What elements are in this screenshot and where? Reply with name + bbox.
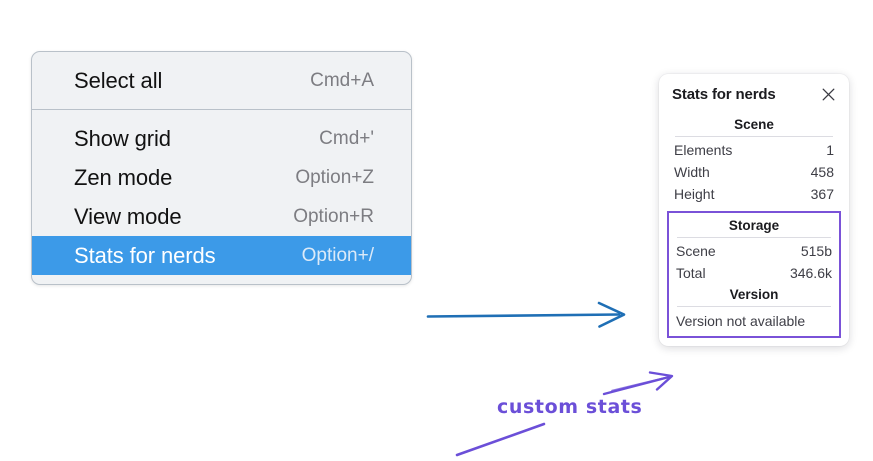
stat-key: Elements (674, 142, 733, 158)
section-heading-storage: Storage (728, 218, 780, 233)
menu-item-show-grid[interactable]: Show grid Cmd+' (32, 119, 411, 158)
version-value: Version not available (676, 313, 806, 329)
menu-item-label: View mode (74, 203, 182, 229)
menu-item-zen-mode[interactable]: Zen mode Option+Z (32, 158, 411, 197)
menu-item-label: Show grid (74, 125, 171, 151)
annotation-label-custom-stats: custom stats (497, 396, 643, 418)
menu-item-shortcut: Cmd+A (310, 69, 374, 91)
stat-row-elements: Elements 1 (672, 139, 836, 161)
menu-item-label: Zen mode (74, 164, 173, 190)
menu-item-select-all[interactable]: Select all Cmd+A (32, 61, 411, 100)
menu-item-shortcut: Option+Z (295, 166, 374, 188)
section-heading-version: Version (729, 287, 779, 302)
stats-section-scene: Scene Elements 1 Width 458 Height 367 (672, 114, 836, 205)
stat-value: 1 (826, 142, 834, 158)
menu-item-shortcut: Option+R (293, 205, 374, 227)
stat-row-height: Height 367 (672, 183, 836, 205)
section-rule (677, 237, 831, 238)
custom-stats-highlight-box: Storage Scene 515b Total 346.6k Version … (667, 211, 841, 338)
stat-row-storage-scene: Scene 515b (674, 240, 834, 262)
canvas-context-menu[interactable]: Select all Cmd+A Show grid Cmd+' Zen mod… (31, 51, 412, 285)
menu-item-shortcut: Option+/ (301, 244, 374, 266)
stat-row-storage-total: Total 346.6k (674, 262, 834, 284)
stat-row-width: Width 458 (672, 161, 836, 183)
menu-item-shortcut: Cmd+' (319, 127, 374, 149)
purple-underline-stroke (455, 422, 546, 457)
stats-for-nerds-panel: Stats for nerds Scene Elements 1 Width 4… (659, 74, 849, 346)
panel-title: Stats for nerds (672, 86, 776, 103)
stat-value: 458 (810, 164, 834, 180)
stat-value: 515b (800, 243, 832, 259)
stats-section-storage: Storage Scene 515b Total 346.6k (674, 215, 834, 284)
menu-separator (32, 109, 411, 110)
menu-item-label: Select all (74, 67, 163, 93)
menu-group-2: Show grid Cmd+' Zen mode Option+Z View m… (32, 110, 411, 275)
section-rule (675, 136, 833, 137)
stat-key: Total (676, 265, 706, 281)
stat-key: Scene (676, 243, 716, 259)
panel-header: Stats for nerds (672, 86, 836, 103)
menu-item-view-mode[interactable]: View mode Option+R (32, 197, 411, 236)
purple-pointer-arrow (602, 371, 674, 396)
menu-group-1: Select all Cmd+A (32, 61, 411, 100)
blue-pointer-arrow (426, 301, 626, 328)
stat-value: 346.6k (789, 265, 832, 281)
section-rule (677, 306, 831, 307)
stat-value: 367 (810, 186, 834, 202)
menu-item-label: Stats for nerds (74, 242, 216, 268)
close-icon[interactable] (821, 87, 836, 102)
stat-key: Height (674, 186, 715, 202)
stats-section-version: Version Version not available (674, 284, 834, 331)
section-heading-scene: Scene (734, 117, 774, 132)
menu-item-stats-for-nerds[interactable]: Stats for nerds Option+/ (32, 236, 411, 275)
stat-key: Width (674, 164, 710, 180)
